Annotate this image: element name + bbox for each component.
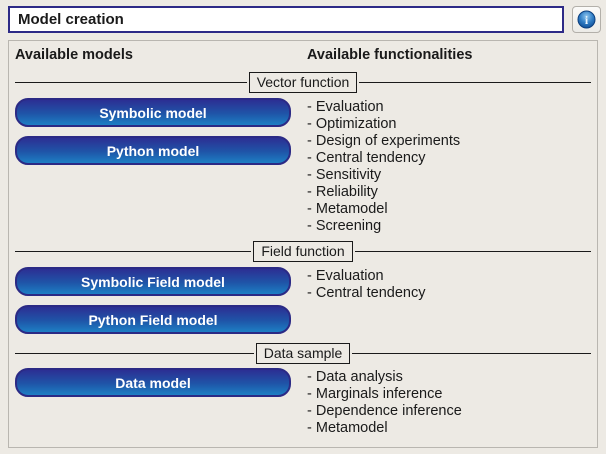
separator-line <box>352 352 591 354</box>
functionality-item: Optimization <box>307 116 460 133</box>
data-model-button[interactable]: Data model <box>15 368 291 397</box>
separator-line <box>15 81 247 83</box>
content-panel: Available models Available functionaliti… <box>8 40 598 448</box>
functionality-item: Metamodel <box>307 201 460 218</box>
section-field-function: Symbolic Field model Python Field model … <box>15 267 591 334</box>
vector-functionalities-list: Evaluation Optimization Design of experi… <box>307 98 460 235</box>
separator-line <box>359 81 591 83</box>
functionality-item: Central tendency <box>307 150 460 167</box>
available-models-header: Available models <box>15 47 133 63</box>
available-functionalities-header: Available functionalities <box>307 47 473 63</box>
section-label-data-sample: Data sample <box>255 342 351 364</box>
symbolic-field-model-button[interactable]: Symbolic Field model <box>15 267 291 296</box>
section-vector-function: Symbolic model Python model Evaluation O… <box>15 98 591 235</box>
dialog-title: Model creation <box>8 6 564 33</box>
section-label-field-function: Field function <box>253 240 353 262</box>
info-icon: i <box>577 10 596 29</box>
separator-line <box>354 250 591 252</box>
vector-models-column: Symbolic model Python model <box>15 98 307 235</box>
functionality-item: Dependence inference <box>307 403 462 420</box>
functionality-item: Sensitivity <box>307 167 460 184</box>
section-separator-field-function: Field function <box>15 240 591 262</box>
field-functionalities-list: Evaluation Central tendency <box>307 267 426 334</box>
dialog-header: Model creation i <box>0 0 606 33</box>
column-headers: Available models Available functionaliti… <box>15 47 591 65</box>
separator-line <box>15 250 252 252</box>
data-functionalities-list: Data analysis Marginals inference Depend… <box>307 368 462 437</box>
functionality-item: Design of experiments <box>307 133 460 150</box>
symbolic-model-button[interactable]: Symbolic model <box>15 98 291 127</box>
functionality-item: Marginals inference <box>307 386 462 403</box>
functionality-item: Reliability <box>307 184 460 201</box>
python-field-model-button[interactable]: Python Field model <box>15 305 291 334</box>
python-model-button[interactable]: Python model <box>15 136 291 165</box>
functionality-item: Central tendency <box>307 285 426 302</box>
field-models-column: Symbolic Field model Python Field model <box>15 267 307 334</box>
section-separator-data-sample: Data sample <box>15 342 591 364</box>
functionality-item: Metamodel <box>307 420 462 437</box>
functionality-item: Screening <box>307 218 460 235</box>
section-separator-vector-function: Vector function <box>15 71 591 93</box>
separator-line <box>15 352 254 354</box>
info-button[interactable]: i <box>572 6 601 33</box>
functionality-item: Evaluation <box>307 99 460 116</box>
svg-text:i: i <box>585 13 589 27</box>
section-label-vector-function: Vector function <box>248 71 358 93</box>
section-data-sample: Data model Data analysis Marginals infer… <box>15 368 591 437</box>
functionality-item: Data analysis <box>307 369 462 386</box>
data-models-column: Data model <box>15 368 307 437</box>
functionality-item: Evaluation <box>307 268 425 285</box>
